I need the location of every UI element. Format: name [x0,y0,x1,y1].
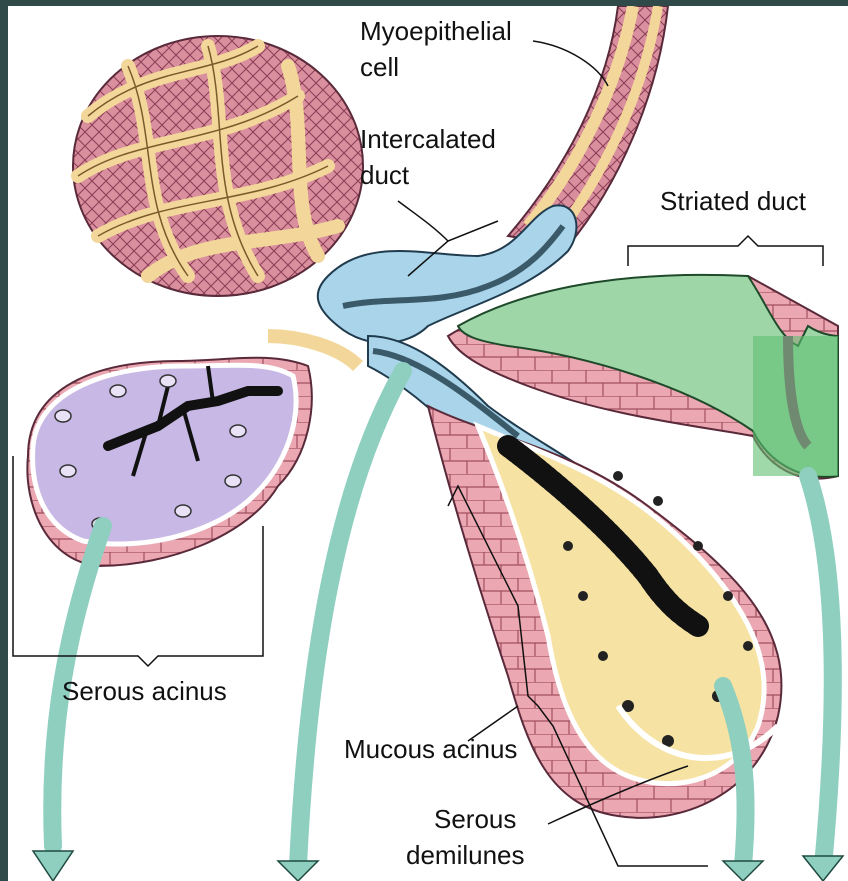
serous-acinus [27,336,358,566]
label-intercalated-2: duct [360,160,409,190]
bracket-striated [628,236,823,266]
top-acinus-with-myoepithelial-net [73,36,363,296]
upper-duct-tube [508,6,668,246]
label-myoepithelial-2: cell [360,52,399,82]
label-serous-demilunes-2: demilunes [406,840,525,870]
arrow-striated [808,476,833,866]
label-mucous-acinus: Mucous acinus [344,734,517,764]
label-intercalated: Intercalated [360,124,496,154]
label-serous-acinus: Serous acinus [62,676,227,706]
label-myoepithelial: Myoepithelial [360,16,512,46]
label-serous-demilunes: Serous [434,804,516,834]
label-striated: Striated duct [660,186,806,216]
leader-myoepithelial [533,41,608,86]
arrow-central [298,371,403,866]
diagram-frame: Myoepithelial cell Intercalated duct Str… [8,6,848,881]
leader-intercalated [398,201,448,241]
